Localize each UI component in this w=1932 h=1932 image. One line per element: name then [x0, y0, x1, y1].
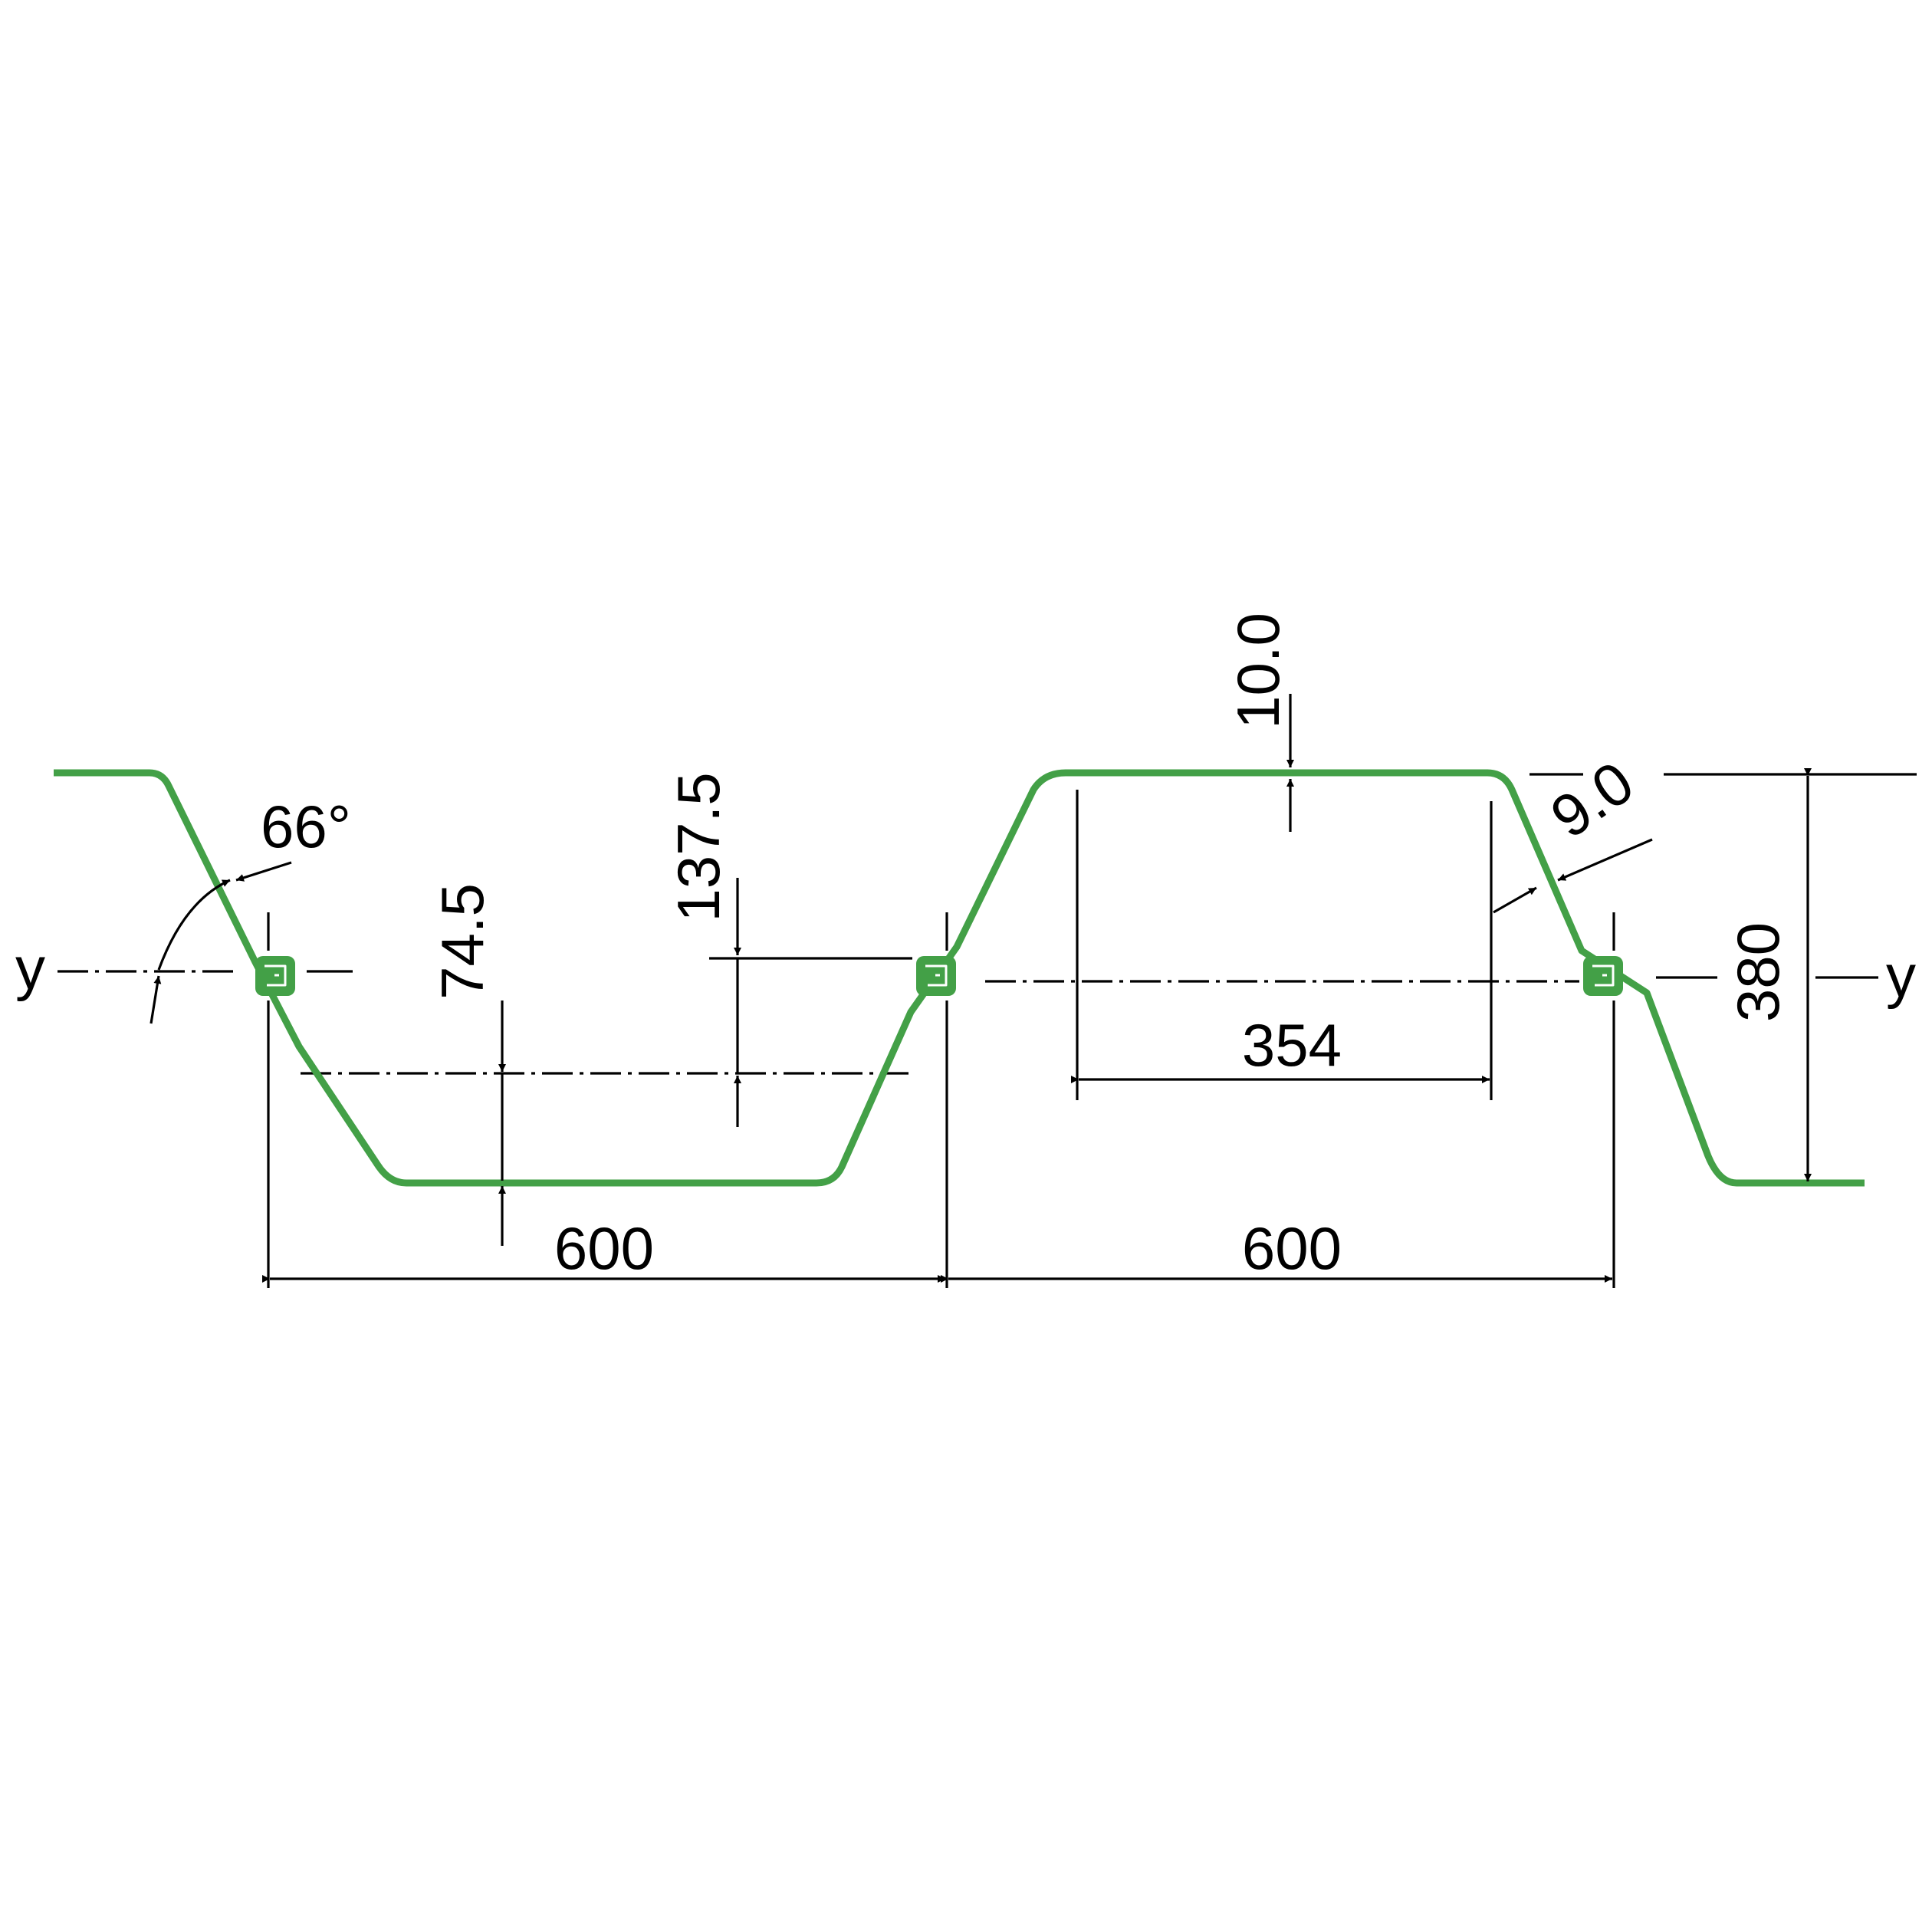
interlock-left [255, 956, 295, 996]
label-axis-right: y [1886, 942, 1916, 1010]
angle-arrow-upper [235, 861, 292, 882]
label-angle: 66° [261, 793, 351, 860]
angle-arrow-lower [150, 975, 162, 1024]
label-profile-height: 380 [1724, 922, 1792, 1022]
dim-arrow-web-thickness-inner [1493, 886, 1537, 914]
label-web-thickness: 9.0 [1539, 748, 1645, 851]
interlock-middle [916, 956, 956, 996]
label-flange-width: 354 [1242, 1011, 1342, 1079]
label-neutral-axis-to-lock: 137.5 [665, 772, 732, 922]
label-pile-width-left: 600 [554, 1214, 654, 1282]
label-neutral-axis-offset: 74.5 [429, 883, 496, 1000]
dim-arrow-web-thickness-outer [1557, 838, 1653, 882]
label-axis-left: y [15, 935, 45, 1002]
label-flange-thickness: 10.0 [1224, 613, 1292, 729]
label-pile-width-right: 600 [1242, 1214, 1342, 1282]
angle-arc [157, 879, 231, 971]
interlock-right [1583, 956, 1623, 996]
